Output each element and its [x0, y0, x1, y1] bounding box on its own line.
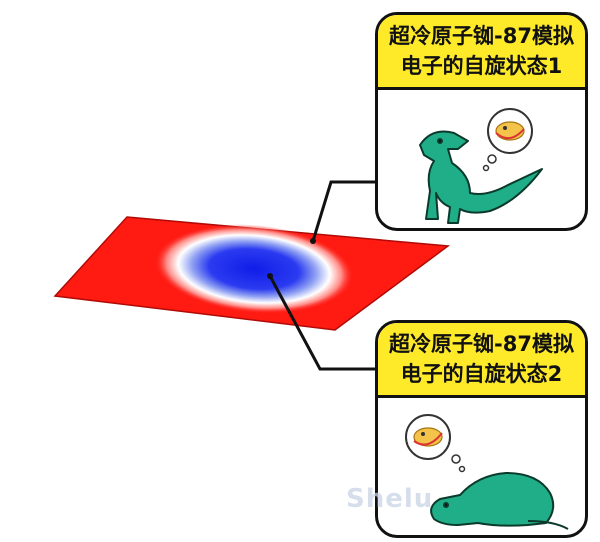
spin-state-2-card: 超冷原子铷-87模拟 电子的自旋状态2 [375, 320, 588, 538]
thought-bubble-icon [405, 414, 466, 473]
connector-line-2 [268, 275, 375, 371]
card-title-line2: 电子的自旋状态2 [400, 362, 563, 386]
card-title-line2: 电子的自旋状态1 [400, 54, 563, 78]
watermark: Shelu [346, 484, 434, 514]
card-title-line1: 超冷原子铷-87模拟 [389, 332, 574, 356]
blue-spot [154, 224, 354, 314]
connector-line-1 [311, 180, 375, 242]
standing-dinosaur-illustration [419, 108, 543, 224]
card-title-line1: 超冷原子铷-87模拟 [389, 24, 574, 48]
card-header: 超冷原子铷-87模拟 电子的自旋状态2 [378, 323, 585, 398]
anchor-dot-1 [310, 238, 316, 244]
dinosaur-icon [430, 472, 569, 530]
lying-dinosaur-illustration [405, 414, 569, 530]
card-header: 超冷原子铷-87模拟 电子的自旋状态1 [378, 15, 585, 90]
thought-bubble-icon [482, 108, 533, 172]
spin-state-1-card: 超冷原子铷-87模拟 电子的自旋状态1 [375, 12, 588, 231]
dinosaur-icon [419, 130, 543, 224]
anchor-dot-2 [267, 273, 273, 279]
